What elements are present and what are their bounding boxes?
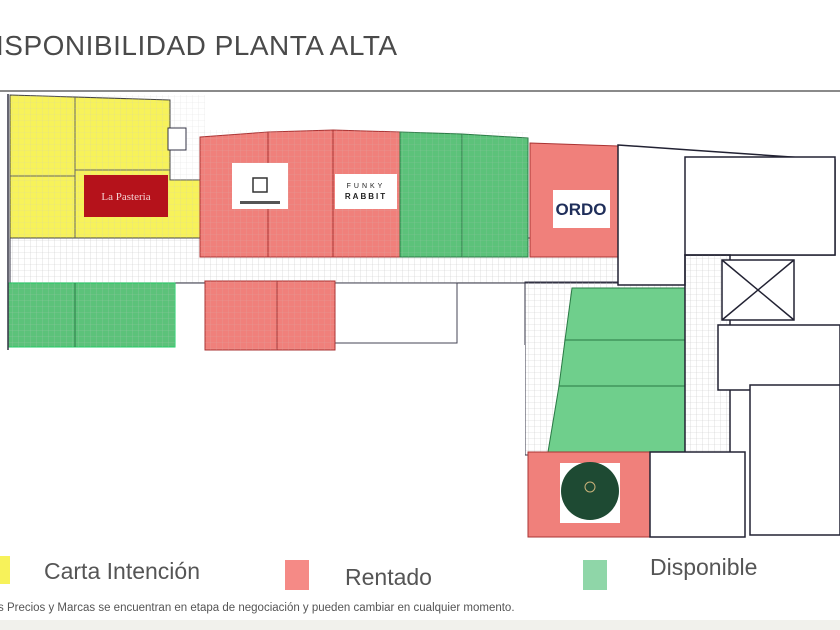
bottom-strip (0, 620, 840, 630)
void (335, 345, 525, 535)
brand-logo-icon (252, 177, 268, 193)
ordo-logo (553, 190, 610, 228)
legend-label-rentado: Rentado (345, 564, 432, 590)
elevator-shaft (167, 127, 187, 151)
la-pasteria-label: La Pasteria (101, 191, 150, 203)
legend-label-disponible: Disponible (650, 554, 758, 580)
ordo-label: ORDO (556, 200, 607, 219)
funky-rabbit-line2: RABBIT (345, 192, 387, 201)
legend-swatch-rentado (285, 560, 309, 590)
legend-label-carta-intencion: Carta Intención (44, 558, 200, 584)
funky-rabbit-logo (335, 174, 397, 209)
green-unit (7, 282, 176, 348)
red-units (204, 280, 336, 351)
legend-swatch-disponible (583, 560, 607, 590)
legend-swatch-carta-intencion (0, 556, 10, 584)
green-units (547, 287, 686, 453)
empty-area (334, 282, 458, 344)
green-units (399, 131, 529, 258)
funky-rabbit-line1: FUNKY (347, 183, 386, 190)
offices (617, 144, 840, 538)
brand-logo-emblem (584, 481, 596, 493)
page-title: ISPONIBILIDAD PLANTA ALTA (0, 30, 398, 61)
brand-logo-text (240, 201, 280, 204)
floor-plan: La Pasteria FUNKY RABBIT ORDO (7, 94, 840, 538)
la-pasteria-logo (84, 175, 168, 217)
disclaimer-note: s Precios y Marcas se encuentran en etap… (0, 602, 515, 614)
brand-logo-circle (561, 462, 619, 520)
title-divider (0, 90, 840, 92)
